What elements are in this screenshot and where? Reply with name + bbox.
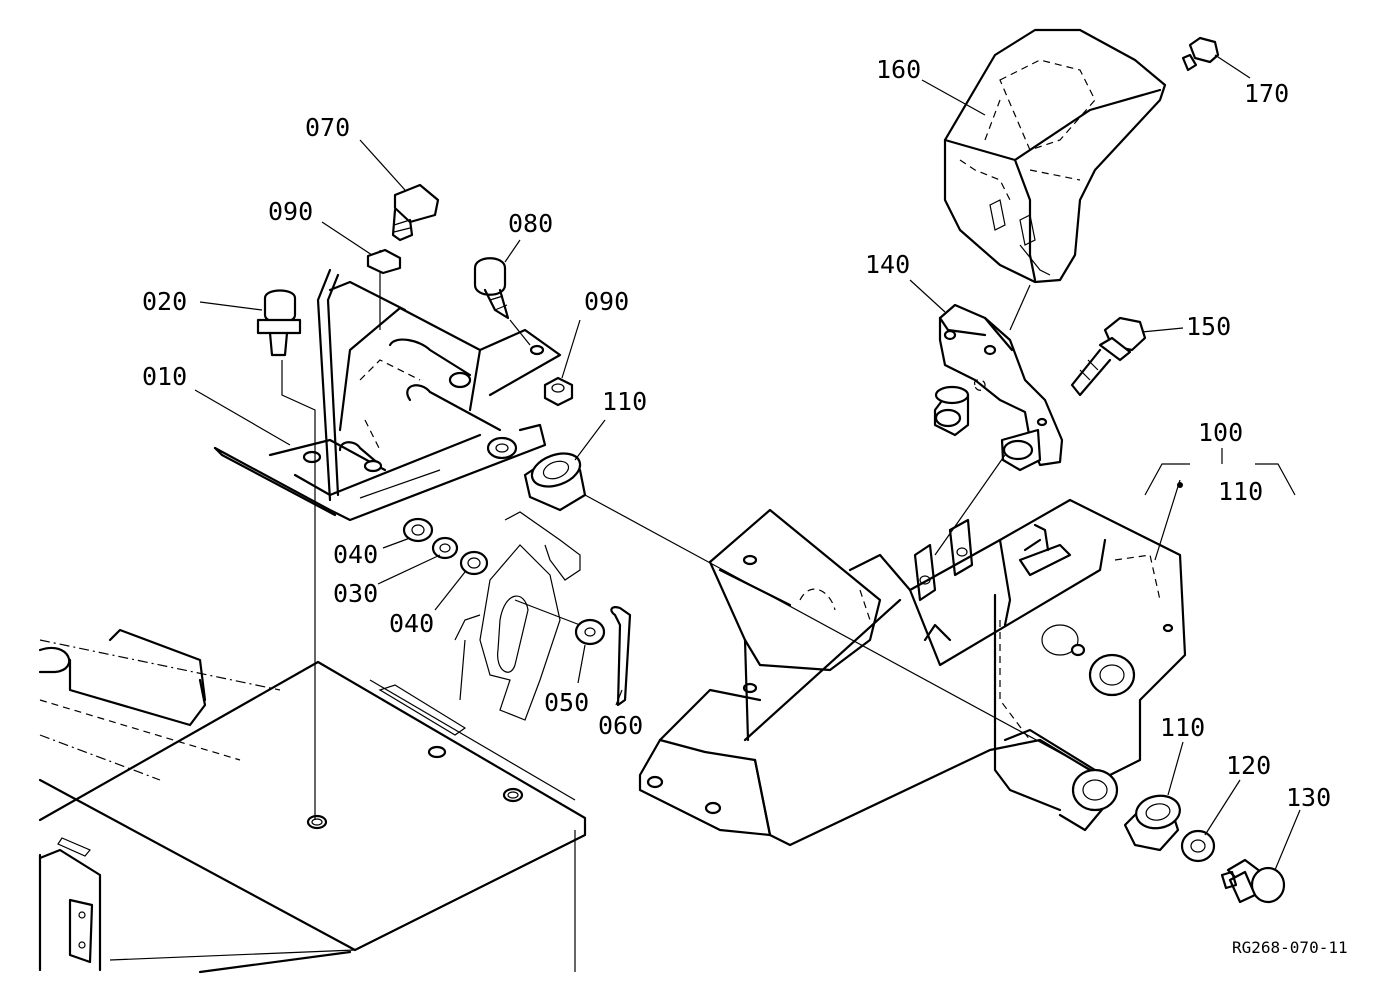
group-bracket-100 <box>1144 448 1296 496</box>
label-170: 170 <box>1244 79 1289 108</box>
nut-090-right <box>543 376 574 407</box>
label-090-top: 090 <box>268 197 313 226</box>
label-030: 030 <box>333 579 378 608</box>
linkage-plate <box>454 511 581 721</box>
leader-lines <box>194 54 1301 871</box>
bushing-110-left <box>523 452 1111 781</box>
diagram-code: RG268-070-11 <box>1232 938 1348 957</box>
label-110-right: 110 <box>1160 713 1205 742</box>
floor-frame <box>38 628 587 974</box>
label-080: 080 <box>508 209 553 238</box>
label-150: 150 <box>1186 312 1231 341</box>
bolt-020 <box>256 289 316 820</box>
bolt-130 <box>1220 858 1286 904</box>
label-050: 050 <box>544 688 589 717</box>
label-110-group: 110 <box>1218 477 1263 506</box>
washer-090-top <box>366 248 402 275</box>
bolt-070 <box>379 183 440 330</box>
washer-050 <box>574 618 606 646</box>
label-040-bottom: 040 <box>389 609 434 638</box>
label-140: 140 <box>865 250 910 279</box>
bushing-110-right <box>1123 794 1181 852</box>
bolt-080 <box>473 257 531 346</box>
spacers-040-030 <box>402 517 489 576</box>
label-020: 020 <box>142 287 187 316</box>
washer-120 <box>1180 829 1216 863</box>
pedal-bracket-100 <box>638 479 1187 847</box>
nut-170 <box>1181 36 1220 72</box>
bolt-150 <box>1070 316 1147 397</box>
label-010: 010 <box>142 362 187 391</box>
label-110-left: 110 <box>602 387 647 416</box>
label-130: 130 <box>1286 783 1331 812</box>
label-090-right: 090 <box>584 287 629 316</box>
pedal-arm-140 <box>933 284 1064 556</box>
label-040-top: 040 <box>333 540 378 569</box>
label-120: 120 <box>1226 751 1271 780</box>
part-labels: 160 170 070 090 080 140 020 090 150 010 … <box>142 55 1348 957</box>
pedal-pad-160 <box>943 28 1167 284</box>
bracket-010 <box>213 268 562 522</box>
label-100: 100 <box>1198 418 1243 447</box>
label-060: 060 <box>598 711 643 740</box>
label-070: 070 <box>305 113 350 142</box>
cotter-pin-060 <box>610 606 632 707</box>
label-160: 160 <box>876 55 921 84</box>
